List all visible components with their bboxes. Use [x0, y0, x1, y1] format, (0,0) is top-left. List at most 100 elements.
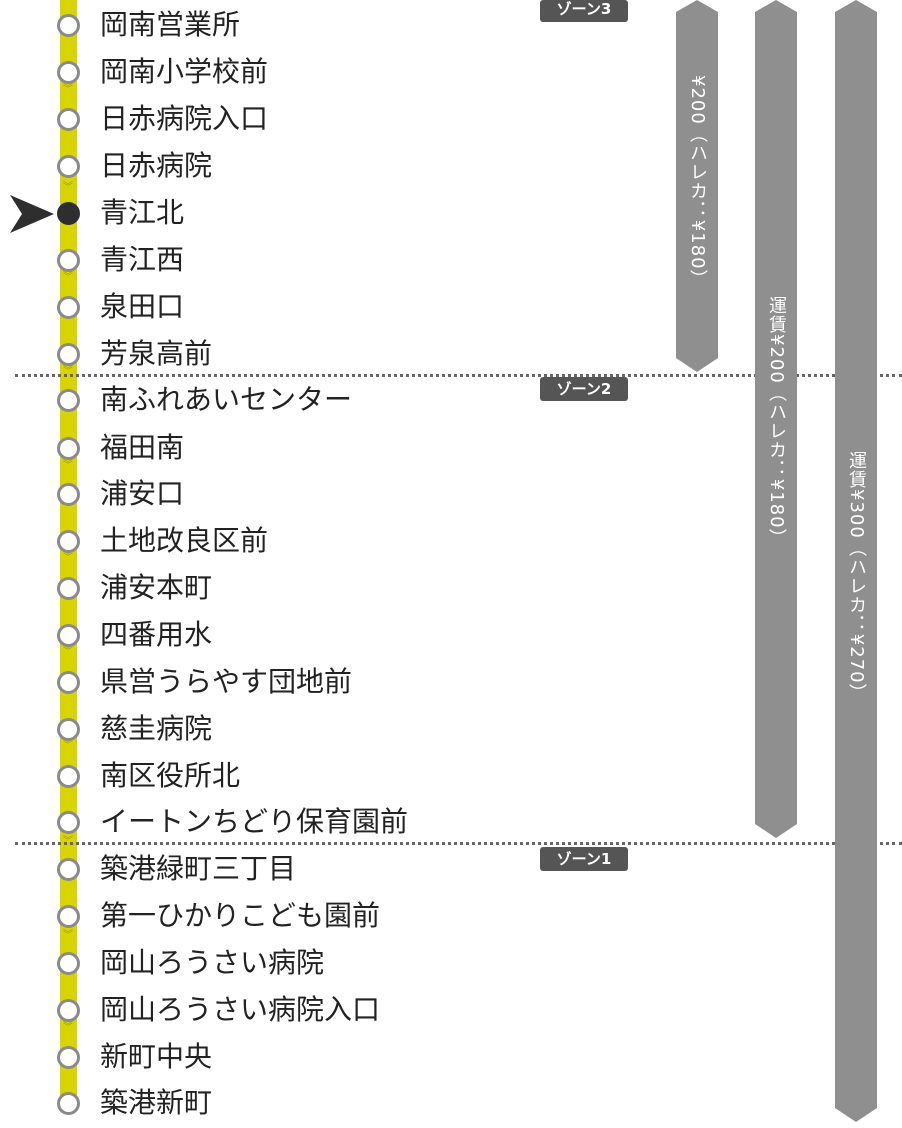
direction-chevron-icon: ︾ — [63, 740, 73, 751]
stop-name: 岡南営業所 — [100, 8, 241, 41]
direction-chevron-icon: ︾ — [63, 836, 73, 847]
fare-bar-bottom-cap — [755, 824, 797, 838]
stop-marker-icon — [57, 624, 80, 647]
stop-marker-icon — [57, 577, 80, 600]
stop-marker-icon — [57, 765, 80, 788]
stop-item[interactable]: 泉田口 — [0, 287, 460, 327]
stop-marker-icon — [57, 1046, 80, 1069]
stop-marker-icon — [57, 108, 80, 131]
zone-boundary-divider — [15, 842, 902, 845]
fare-bar-label: 運賃¥200（ハレカ：¥180） — [766, 296, 787, 548]
stop-name: 日赤病院 — [100, 149, 213, 182]
stop-name: 四番用水 — [100, 618, 213, 651]
stop-marker-icon — [57, 483, 80, 506]
stop-item[interactable]: 岡山ろうさい病院 — [0, 943, 460, 983]
direction-chevron-icon: ︾ — [63, 930, 73, 941]
stop-name: イートンちどり保育園前 — [100, 805, 409, 838]
direction-chevron-icon: ︾ — [63, 182, 73, 193]
zone-1-badge: ゾーン1 — [540, 847, 628, 871]
fare-bar-top-cap — [755, 0, 797, 12]
zone-2-badge: ゾーン2 — [540, 377, 628, 401]
fare-bar-zone3: ¥200（ハレカ：¥180） — [676, 0, 718, 372]
stop-item[interactable]: 日赤病院 — [0, 146, 460, 186]
stop-marker-icon — [57, 296, 80, 319]
stop-marker-icon — [57, 249, 80, 272]
direction-chevron-icon: ︾ — [63, 552, 73, 563]
stop-marker-icon — [57, 858, 80, 881]
stop-name: 南ふれあいセンター — [100, 383, 353, 416]
stop-marker-icon — [57, 811, 80, 834]
stop-item[interactable]: イートンちどり保育園前 — [0, 802, 460, 842]
stop-item[interactable]: 南ふれあいセンター — [0, 380, 460, 420]
stop-item[interactable]: 県営うらやす団地前 — [0, 662, 460, 702]
stop-name: 慈圭病院 — [100, 712, 213, 745]
fare-bar-top-cap — [676, 0, 718, 12]
stop-marker-icon — [57, 1092, 80, 1115]
fare-bar-bottom-cap — [835, 1108, 877, 1122]
fare-bar-top-cap — [835, 0, 877, 12]
stop-item[interactable]: 日赤病院入口 — [0, 99, 460, 139]
stop-name: 県営うらやす団地前 — [100, 665, 353, 698]
stop-item[interactable]: 福田南 — [0, 428, 460, 468]
direction-chevron-icon: ︾ — [63, 646, 73, 657]
stop-item-current[interactable]: 青江北 — [0, 193, 460, 233]
stop-name: 土地改良区前 — [100, 524, 269, 557]
stop-item[interactable]: 築港新町 — [0, 1083, 460, 1123]
stop-marker-icon — [57, 905, 80, 928]
stop-item[interactable]: 岡南小学校前 — [0, 52, 460, 92]
direction-chevron-icon: ︾ — [63, 272, 73, 283]
fare-bar-zone1-3: 運賃¥300（ハレカ：¥270） — [835, 0, 877, 1122]
direction-chevron-icon: ︾ — [63, 1022, 73, 1033]
fare-bar-label: ¥200（ハレカ：¥180） — [687, 75, 708, 289]
stop-name: 青江北 — [100, 196, 185, 229]
stop-name: 新町中央 — [100, 1040, 213, 1073]
stop-marker-icon — [57, 999, 80, 1022]
stop-name: 築港新町 — [100, 1086, 213, 1119]
stop-item[interactable]: 青江西 — [0, 240, 460, 280]
stop-name: 岡山ろうさい病院 — [100, 946, 325, 979]
stop-marker-icon — [57, 671, 80, 694]
fare-bar-zone2-3: 運賃¥200（ハレカ：¥180） — [755, 0, 797, 838]
stop-item[interactable]: 岡山ろうさい病院入口 — [0, 990, 460, 1030]
stop-name: 泉田口 — [100, 290, 185, 323]
stop-marker-icon — [57, 437, 80, 460]
direction-chevron-icon: ︾ — [63, 366, 73, 377]
stop-name: 青江西 — [100, 243, 185, 276]
stop-marker-icon — [57, 952, 80, 975]
stop-name: 浦安口 — [100, 477, 185, 510]
stop-name: 第一ひかりこども園前 — [100, 899, 381, 932]
zone-boundary-divider — [15, 374, 902, 377]
stop-marker-icon — [57, 343, 80, 366]
stop-item[interactable]: 土地改良区前 — [0, 521, 460, 561]
stop-item[interactable]: 岡南営業所 — [0, 5, 460, 45]
stop-marker-icon — [57, 389, 80, 412]
stop-item[interactable]: 芳泉高前 — [0, 334, 460, 374]
stop-item[interactable]: 浦安口 — [0, 474, 460, 514]
stop-name: 岡南小学校前 — [100, 55, 269, 88]
stop-name: 浦安本町 — [100, 571, 213, 604]
stop-marker-icon — [57, 61, 80, 84]
current-location-arrow-icon — [10, 195, 54, 233]
stop-item[interactable]: 築港緑町三丁目 — [0, 849, 460, 889]
stop-name: 日赤病院入口 — [100, 102, 269, 135]
stop-item[interactable]: 新町中央 — [0, 1037, 460, 1077]
stop-marker-icon — [57, 530, 80, 553]
direction-chevron-icon: ︾ — [63, 84, 73, 95]
current-stop-marker-icon — [57, 202, 80, 225]
stop-marker-icon — [57, 14, 80, 37]
stop-item[interactable]: 浦安本町 — [0, 568, 460, 608]
direction-chevron-icon: ︾ — [63, 460, 73, 471]
stop-name: 南区役所北 — [100, 759, 241, 792]
fare-bar-label: 運賃¥300（ハレカ：¥270） — [846, 451, 867, 703]
stop-item[interactable]: 四番用水 — [0, 615, 460, 655]
stop-name: 福田南 — [100, 431, 185, 464]
stop-item[interactable]: 第一ひかりこども園前 — [0, 896, 460, 936]
stop-marker-icon — [57, 718, 80, 741]
stop-name: 芳泉高前 — [100, 337, 213, 370]
zone-3-badge: ゾーン3 — [540, 0, 628, 22]
stop-item[interactable]: 慈圭病院 — [0, 709, 460, 749]
stop-item[interactable]: 南区役所北 — [0, 756, 460, 796]
stop-marker-icon — [57, 155, 80, 178]
stop-name: 岡山ろうさい病院入口 — [100, 993, 381, 1026]
fare-bar-bottom-cap — [676, 358, 718, 372]
